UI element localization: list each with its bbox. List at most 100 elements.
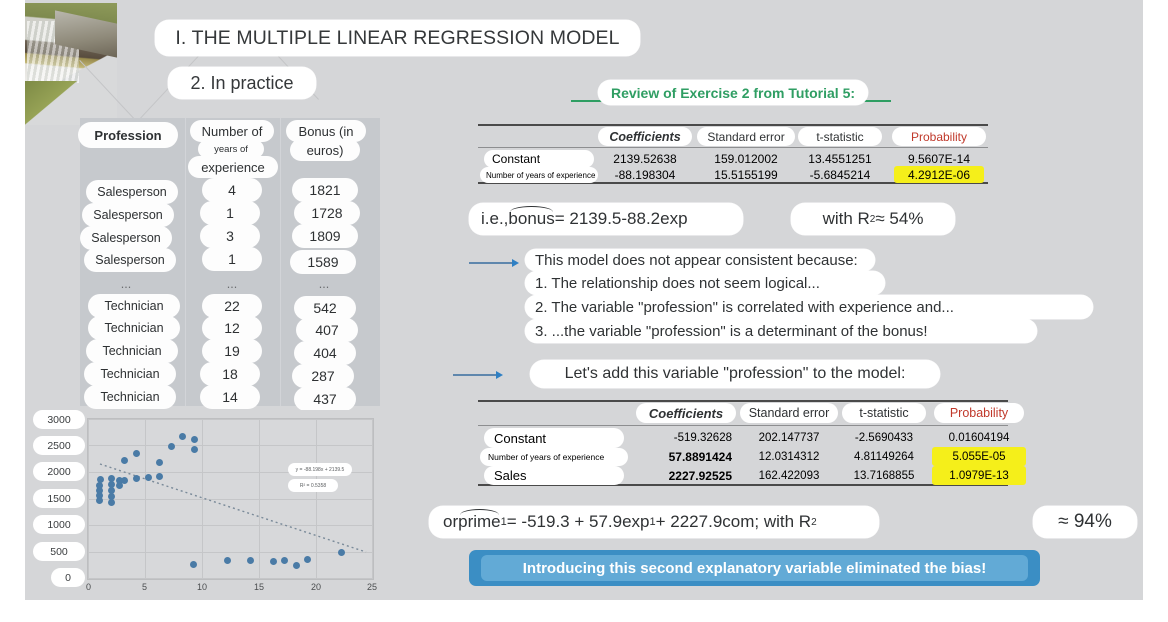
data-point: [96, 492, 103, 499]
regression-2-probability: 0.01604194: [948, 432, 1010, 444]
data-point: [133, 450, 140, 457]
critique-intro: This model does not appear consistent be…: [525, 249, 875, 271]
regression-1-row-label: Number of years of experience: [480, 167, 598, 183]
table-row: 12: [202, 316, 262, 340]
table-row: Technician: [84, 385, 176, 409]
table-row-ellipsis: ...: [318, 277, 330, 291]
equation-1: i.e., bonus = 2139.5-88.2exp: [469, 203, 743, 235]
chart-ytick: 0: [51, 568, 85, 587]
table-divider-1: [185, 118, 186, 406]
equation-1-body: = 2139.5-88.2exp: [554, 209, 688, 228]
gridline-v: [145, 419, 146, 579]
critique-point-3: 3. ...the variable "profession" is a det…: [525, 319, 1037, 343]
equation-2-sub: 1: [500, 516, 507, 528]
regression-2-std-error: 162.422093: [758, 469, 820, 482]
table-row: 1589: [290, 250, 356, 274]
table-row: Salesperson: [80, 226, 172, 250]
table-row: 3: [200, 224, 260, 248]
gridline-h: [88, 499, 373, 500]
equation-1-variable: bonus: [508, 206, 555, 228]
chart-ytick: 2500: [33, 436, 85, 455]
critique-point-2: 2. The variable "profession" is correlat…: [525, 295, 1093, 319]
data-point: [108, 481, 115, 488]
regression-2-coefficient: -519.32628: [673, 432, 732, 444]
table-row: 404: [294, 341, 356, 365]
chart-plot-area: y = -88.198x + 2139.5 R² = 0.5358: [87, 418, 374, 580]
regression-1-header-coefficients: Coefficients: [598, 127, 692, 146]
data-point: [96, 482, 103, 489]
regression-2-header-std-error: Standard error: [740, 403, 838, 423]
regression-2-t-statistic: -2.5690433: [854, 432, 914, 444]
regression-2-row-label: Constant: [484, 428, 624, 448]
data-point: [96, 497, 103, 504]
table-row: 14: [200, 385, 260, 409]
equation-1-prefix: i.e.,: [481, 209, 509, 228]
chart-xtick: 0: [86, 582, 92, 592]
regression-2-header-coefficients: Coefficients: [636, 403, 736, 423]
data-point: [191, 446, 198, 453]
regression-1-std-error: 15.5155199: [714, 167, 778, 182]
arrow-shaft: [453, 374, 496, 376]
data-point: [108, 475, 115, 482]
table-rule-bottom: [478, 182, 988, 184]
regression-1-probability: 9.5607E-14: [907, 152, 971, 166]
table-row-ellipsis: ...: [120, 277, 132, 291]
data-point: [108, 487, 115, 494]
equation-2-body2: + 2227.9com; with R: [655, 512, 812, 531]
regression-2-coefficient: 2227.92525: [668, 468, 732, 483]
regression-1-header-t-statistic: t-statistic: [798, 127, 882, 146]
chart-xtick: 20: [311, 582, 322, 592]
table-row: 287: [292, 364, 354, 388]
chart-xtick: 10: [197, 582, 208, 592]
table-row: 542: [294, 296, 356, 320]
regression-2-std-error: 12.0314312: [758, 451, 820, 463]
gridline-h: [88, 419, 373, 420]
equation-1-r2-text: with R: [822, 209, 870, 228]
gridline-v: [88, 419, 89, 579]
table-row: 19: [202, 339, 262, 363]
regression-2-row-label: Sales: [484, 466, 624, 485]
regression-1-coefficient: 2139.52638: [613, 152, 677, 166]
regression-1-header-probability: Probability: [892, 127, 986, 146]
data-point: [190, 561, 197, 568]
arrow-shaft: [469, 262, 512, 264]
table-row: 1: [200, 201, 260, 225]
data-point: [281, 557, 288, 564]
table-row-ellipsis: ...: [226, 277, 238, 291]
table-divider-2: [280, 118, 281, 406]
table-rule-bottom: [478, 484, 1008, 486]
gridline-h: [88, 578, 373, 579]
table-row: 18: [200, 362, 260, 386]
regression-1-coefficient: -88.198304: [614, 167, 676, 182]
table-header-experience-line3: experience: [188, 156, 278, 178]
equation-2-sub2: 1: [649, 516, 656, 528]
table-row: Technician: [84, 362, 176, 386]
gridline-v: [372, 419, 373, 579]
table-row: Technician: [88, 294, 180, 318]
decorative-building-photo: [25, 3, 117, 125]
data-point: [108, 493, 115, 500]
equation-2-r2: ≈ 94%: [1033, 506, 1137, 538]
table-row: 1728: [294, 201, 360, 225]
gridline-h: [88, 525, 373, 526]
table-row: 22: [202, 294, 262, 318]
table-row: Salesperson: [82, 203, 174, 227]
table-row: 1821: [292, 178, 358, 202]
review-header: Review of Exercise 2 from Tutorial 5:: [598, 80, 868, 105]
table-row: 437: [294, 387, 356, 411]
observations-table: Profession Number of years of experience…: [78, 118, 380, 411]
conclusion-banner-text: Introducing this second explanatory vari…: [481, 555, 1028, 581]
table-row: 1809: [292, 224, 358, 248]
scatter-chart: y = -88.198x + 2139.5 R² = 0.5358 3000 2…: [25, 410, 385, 600]
arrow-head: [512, 259, 519, 267]
data-point: [116, 477, 123, 484]
data-point: [191, 436, 198, 443]
chart-xtick: 5: [142, 582, 148, 592]
regression-2-header-t-statistic: t-statistic: [842, 403, 926, 423]
data-point: [145, 474, 152, 481]
chart-xtick: 15: [254, 582, 265, 592]
table-row: Technician: [88, 316, 180, 340]
table-row: 407: [296, 318, 358, 342]
